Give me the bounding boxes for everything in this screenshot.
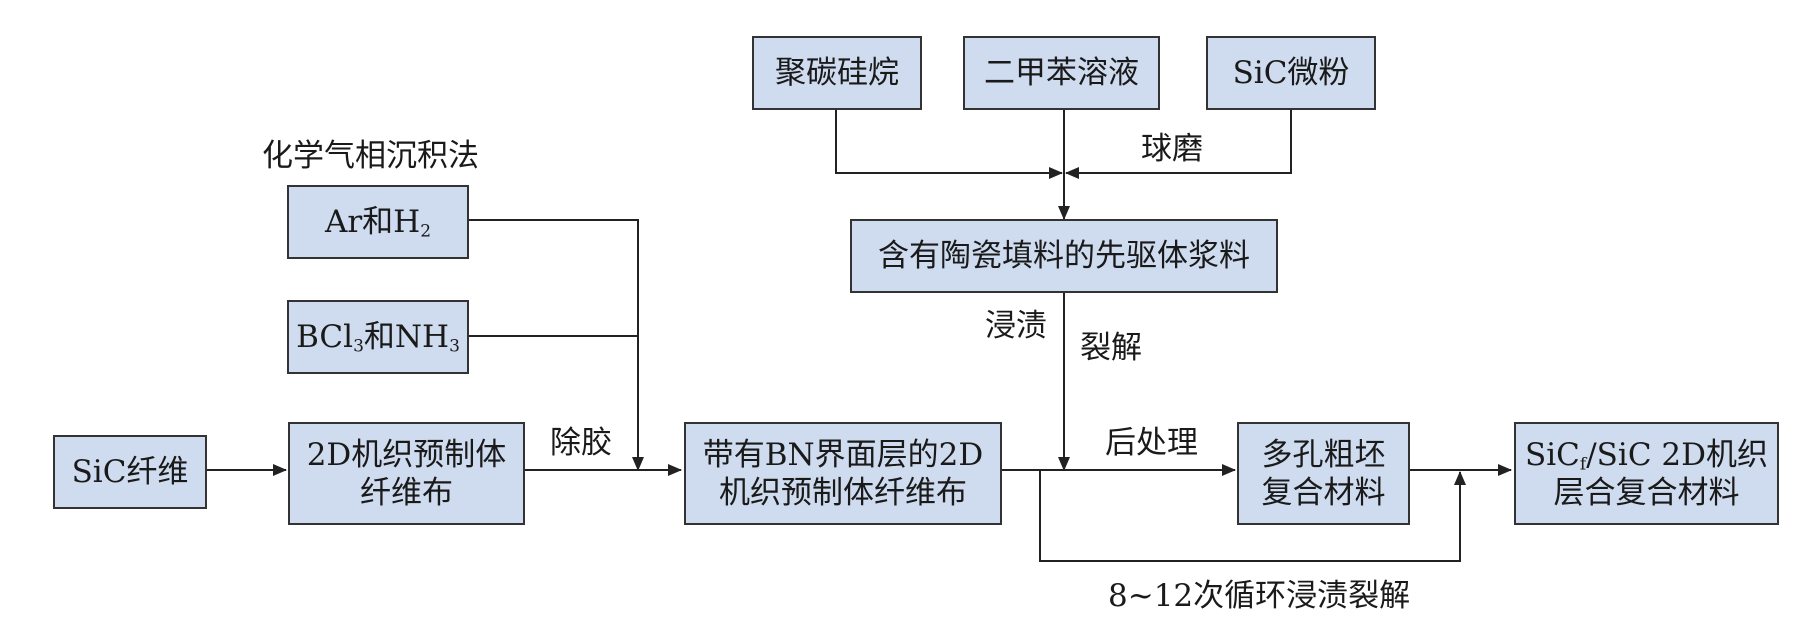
bn-preform-box: 带有BN界面层的2D 机织预制体纤维布 bbox=[684, 422, 1002, 525]
cycle-label: 8~12次循环浸渍裂解 bbox=[1108, 578, 1411, 614]
ball-mill-label: 球磨 bbox=[1141, 131, 1203, 167]
xylene-solution-box: 二甲苯溶液 bbox=[963, 36, 1160, 110]
impregnation-label: 浸渍 bbox=[985, 308, 1047, 344]
xylene-solution-label: 二甲苯溶液 bbox=[984, 55, 1139, 91]
connector-ar-h2-down bbox=[469, 219, 644, 471]
cvd-title: 化学气相沉积法 bbox=[262, 138, 479, 174]
ar-h2-label: Ar和H2 bbox=[324, 204, 432, 242]
connector-cycle-loop bbox=[1039, 470, 1466, 562]
porous-blank-box: 多孔粗坯 复合材料 bbox=[1237, 422, 1410, 525]
final-composite-label-line1: SiCf/SiC 2D机织 bbox=[1525, 436, 1768, 474]
porous-blank-label-line2: 复合材料 bbox=[1261, 474, 1386, 511]
post-treatment-label: 后处理 bbox=[1105, 425, 1198, 461]
preform-label-line1: 2D机织预制体 bbox=[306, 436, 507, 473]
polycarbosilane-label: 聚碳硅烷 bbox=[775, 55, 899, 91]
final-composite-box: SiCf/SiC 2D机织 层合复合材料 bbox=[1514, 422, 1779, 525]
preform-box: 2D机织预制体 纤维布 bbox=[288, 422, 525, 525]
bn-preform-label-line2: 机织预制体纤维布 bbox=[719, 474, 967, 511]
pyrolysis-label: 裂解 bbox=[1080, 330, 1142, 366]
sic-fiber-box: SiC纤维 bbox=[53, 435, 207, 509]
connector-sic-powder-to-merge bbox=[1065, 110, 1292, 179]
bcl3-nh3-label: BCl3和NH3 bbox=[296, 319, 460, 357]
sic-powder-label: SiC微粉 bbox=[1232, 55, 1350, 91]
slurry-label: 含有陶瓷填料的先驱体浆料 bbox=[878, 238, 1250, 274]
preform-label-line2: 纤维布 bbox=[360, 474, 453, 511]
bn-preform-label-line1: 带有BN界面层的2D bbox=[702, 436, 984, 473]
bcl3-nh3-box: BCl3和NH3 bbox=[287, 300, 469, 374]
porous-blank-label-line1: 多孔粗坯 bbox=[1261, 436, 1386, 473]
degum-label: 除胶 bbox=[550, 425, 612, 461]
ar-h2-box: Ar和H2 bbox=[287, 185, 469, 259]
connector-polycarbosilane-to-merge bbox=[835, 110, 1063, 179]
slurry-box: 含有陶瓷填料的先驱体浆料 bbox=[850, 219, 1278, 293]
sic-fiber-label: SiC纤维 bbox=[71, 454, 189, 490]
sic-powder-box: SiC微粉 bbox=[1206, 36, 1376, 110]
polycarbosilane-box: 聚碳硅烷 bbox=[752, 36, 922, 110]
final-composite-label-line2: 层合复合材料 bbox=[1553, 474, 1740, 511]
